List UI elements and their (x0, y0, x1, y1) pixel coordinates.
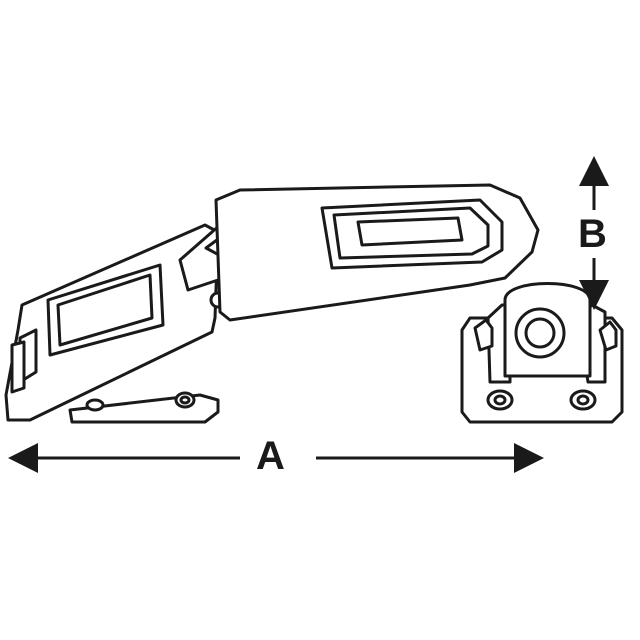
hasp-hinge-leaf (4, 223, 220, 422)
left-base-plate (68, 391, 220, 424)
staple-plate (460, 282, 624, 424)
dimension-b-label: B (578, 212, 607, 256)
hasp-strap (214, 183, 540, 322)
dimension-a-label: A (256, 434, 285, 478)
